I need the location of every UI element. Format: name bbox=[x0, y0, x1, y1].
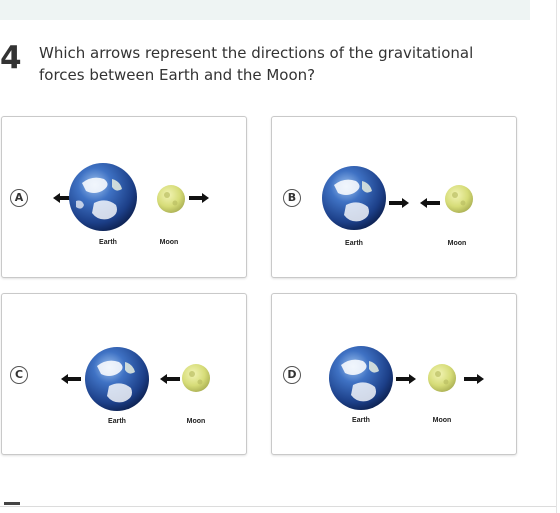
earth-globe-icon bbox=[69, 163, 137, 231]
moon-icon bbox=[445, 185, 473, 213]
arrow-right-icon bbox=[396, 374, 416, 384]
arrow-left-icon bbox=[53, 193, 73, 203]
option-letter-b[interactable]: B bbox=[283, 189, 301, 207]
moon-label: Moon bbox=[447, 240, 467, 247]
earth-label: Earth bbox=[108, 418, 126, 425]
arrow-left-icon bbox=[61, 374, 81, 384]
question-text: Which arrows represent the directions of… bbox=[39, 44, 474, 84]
moon-label: Moon bbox=[159, 239, 179, 246]
arrow-left-icon bbox=[160, 374, 180, 384]
bottom-marker bbox=[4, 502, 20, 505]
arrow-right-icon bbox=[189, 193, 209, 203]
option-card-c[interactable]: C Earth Moon bbox=[1, 293, 247, 455]
earth-label: Earth bbox=[345, 240, 363, 247]
bottom-divider bbox=[0, 506, 556, 507]
option-letter-d[interactable]: D bbox=[283, 366, 301, 384]
option-letter-c[interactable]: C bbox=[10, 366, 28, 384]
option-card-d[interactable]: D Earth Moon bbox=[271, 293, 517, 455]
arrow-left-icon bbox=[420, 198, 440, 208]
earth-globe-icon bbox=[322, 166, 386, 230]
earth-globe-icon bbox=[85, 347, 149, 411]
option-card-a[interactable]: A Earth Moon bbox=[1, 116, 247, 278]
header-band bbox=[0, 0, 530, 20]
right-divider bbox=[556, 0, 557, 513]
moon-label: Moon bbox=[432, 417, 452, 424]
option-card-b[interactable]: B Earth Moon bbox=[271, 116, 517, 278]
moon-icon bbox=[157, 185, 185, 213]
question-number: 4 bbox=[0, 40, 22, 76]
moon-label: Moon bbox=[186, 418, 206, 425]
arrow-right-icon bbox=[464, 374, 484, 384]
moon-icon bbox=[182, 364, 210, 392]
earth-globe-icon bbox=[329, 346, 393, 410]
moon-icon bbox=[428, 364, 456, 392]
earth-label: Earth bbox=[99, 239, 117, 246]
option-letter-a[interactable]: A bbox=[10, 189, 28, 207]
earth-label: Earth bbox=[352, 417, 370, 424]
arrow-right-icon bbox=[389, 198, 409, 208]
